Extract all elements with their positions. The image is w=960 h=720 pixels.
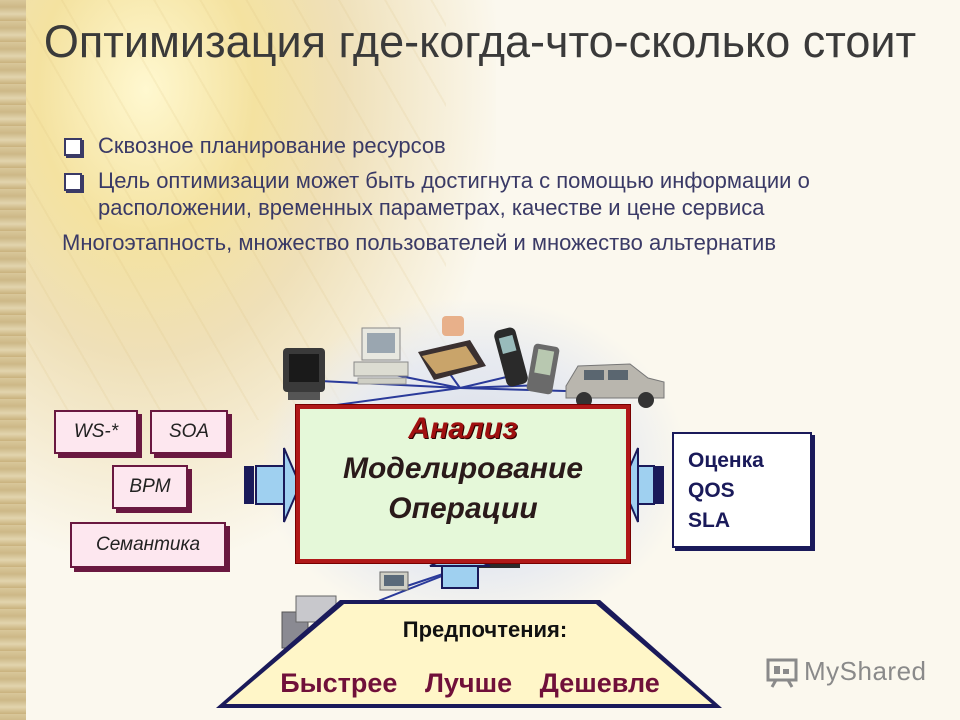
preferences-items: Быстрее Лучше Дешевле bbox=[240, 668, 700, 699]
car-icon bbox=[565, 363, 665, 408]
semantics-tag-label: Семантика bbox=[95, 534, 201, 555]
checkbox-bullet-icon bbox=[64, 173, 82, 191]
bullet-text: Сквозное планирование ресурсов bbox=[98, 133, 446, 158]
ws-tag: WS-* bbox=[54, 410, 138, 454]
preferences-pyramid bbox=[216, 600, 722, 708]
bullet-text: Многоэтапность, множество пользователей … bbox=[62, 230, 777, 255]
desktop-computer-icon bbox=[353, 327, 409, 385]
analysis-label: Анализ bbox=[408, 412, 518, 445]
parchment-border bbox=[0, 0, 26, 720]
analysis-box: Анализ Моделирование Операции bbox=[296, 405, 630, 563]
modeling-label: Моделирование bbox=[342, 452, 584, 485]
ws-tag-label: WS-* bbox=[73, 421, 119, 442]
qos-box: Оценка QOS SLA bbox=[672, 432, 812, 548]
bullet-item: Цель оптимизации может быть достигнута с… bbox=[62, 167, 882, 221]
watermark-text: MyShared bbox=[804, 656, 927, 686]
input-arrow-right bbox=[620, 447, 664, 523]
presentation-board-icon bbox=[766, 658, 798, 688]
bullet-item: Сквозное планирование ресурсов bbox=[62, 132, 882, 159]
operations-label: Операции bbox=[388, 492, 538, 525]
input-arrow-left bbox=[244, 447, 302, 523]
qos-assessment-label: Оценка bbox=[688, 449, 764, 472]
soa-tag: SOA bbox=[150, 410, 228, 454]
qos-label: QOS bbox=[688, 479, 735, 502]
watermark: MyShared bbox=[766, 656, 927, 688]
tv-icon bbox=[283, 348, 325, 400]
bpm-tag-label: BPM bbox=[129, 476, 171, 497]
bullet-item: Многоэтапность, множество пользователей … bbox=[62, 229, 882, 256]
semantics-tag: Семантика bbox=[70, 522, 226, 568]
cheaper-label: Дешевле bbox=[539, 668, 660, 698]
faster-label: Быстрее bbox=[280, 668, 398, 698]
pda-icon bbox=[526, 343, 560, 395]
checkbox-bullet-icon bbox=[64, 138, 82, 156]
terminal-icon bbox=[379, 571, 409, 591]
mobile-phone-icon bbox=[494, 327, 528, 387]
preferences-label: Предпочтения: bbox=[402, 617, 568, 642]
payment-terminal-icon bbox=[418, 316, 486, 380]
sla-label: SLA bbox=[688, 509, 730, 532]
bullet-list: Сквозное планирование ресурсов Цель опти… bbox=[62, 132, 882, 264]
soa-tag-label: SOA bbox=[168, 421, 210, 442]
bullet-text: Цель оптимизации может быть достигнута с… bbox=[98, 168, 810, 220]
slide-title: Оптимизация где-когда-что-сколько стоит bbox=[43, 16, 917, 67]
better-label: Лучше bbox=[424, 668, 513, 698]
bpm-tag: BPM bbox=[112, 465, 188, 509]
